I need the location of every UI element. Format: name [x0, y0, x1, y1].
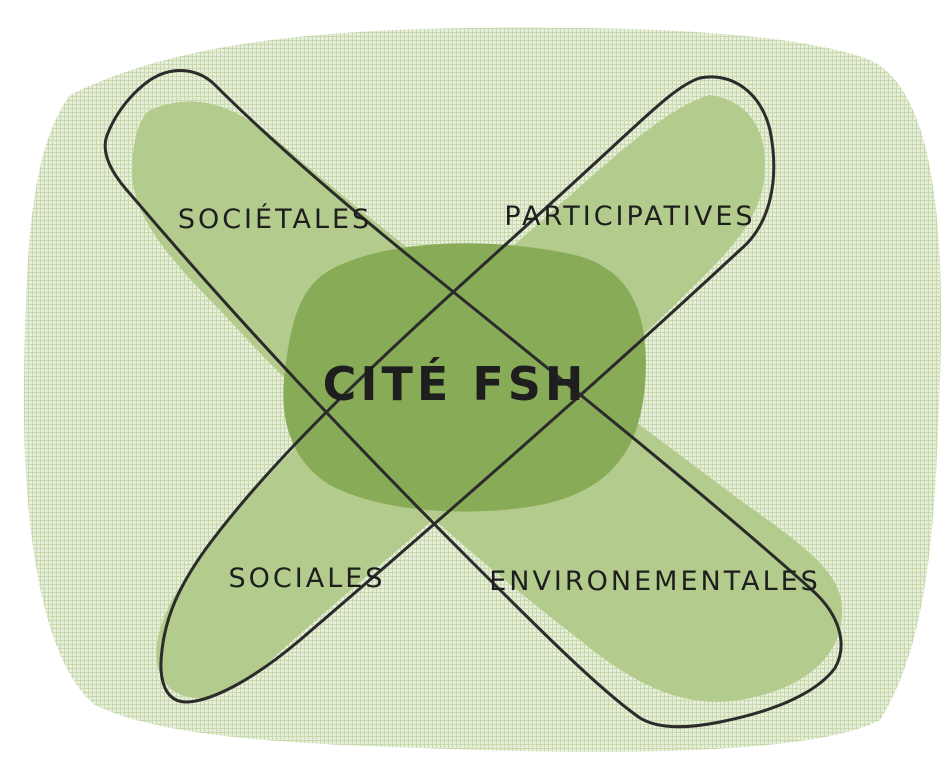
center-blob — [283, 243, 646, 512]
label-center-cite-fsh: CITÉ FSH — [323, 357, 588, 411]
label-sociales: SOCIALES — [229, 563, 386, 594]
band-outline-sw-ne — [159, 75, 776, 704]
label-environementales: ENVIRONEMENTALES — [489, 566, 821, 597]
label-societales: SOCIÉTALES — [178, 203, 372, 235]
band-outline-nw-se — [103, 69, 843, 729]
label-participatives: PARTICIPATIVES — [504, 201, 755, 232]
